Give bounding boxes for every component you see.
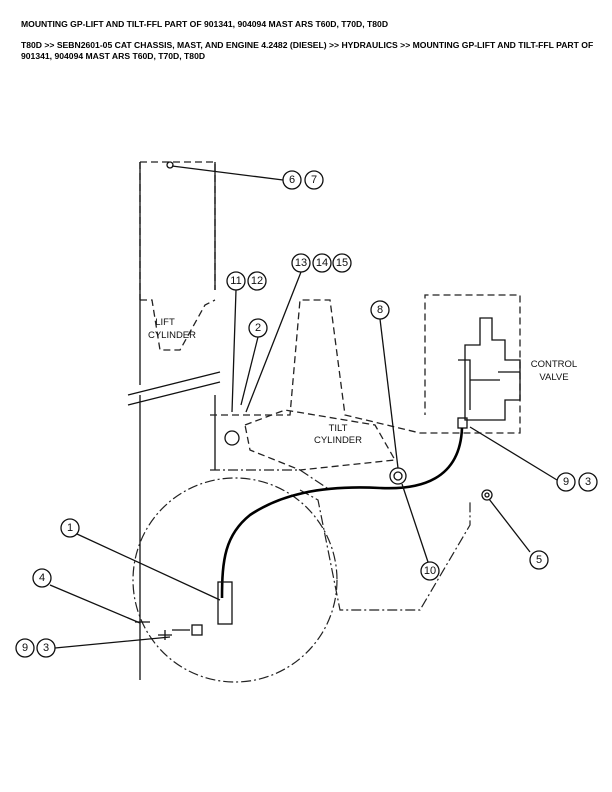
svg-text:7: 7 <box>311 174 317 186</box>
page-title: MOUNTING GP-LIFT AND TILT-FFL PART OF 90… <box>21 19 389 29</box>
svg-text:10: 10 <box>424 565 436 577</box>
lift-label-1: LIFT <box>155 317 175 328</box>
svg-text:2: 2 <box>255 322 261 334</box>
breadcrumb: T80D >> SEBN2601-05 CAT CHASSIS, MAST, A… <box>21 40 594 61</box>
valve-label-1: CONTROL <box>531 359 577 370</box>
svg-text:13: 13 <box>295 257 307 269</box>
fitting <box>217 581 233 625</box>
tilt-label-1: TILT <box>329 423 348 434</box>
svg-text:4: 4 <box>39 572 45 584</box>
callout-13-14-15: 13 14 15 <box>291 253 352 273</box>
svg-text:5: 5 <box>536 554 542 566</box>
valve-label-2: VALVE <box>539 372 568 383</box>
wheel-outline <box>132 477 338 683</box>
callout-1: 1 <box>60 518 80 538</box>
tilt-cylinder-shape <box>224 409 407 485</box>
svg-text:9: 9 <box>563 476 569 488</box>
svg-text:14: 14 <box>316 257 328 269</box>
callout-10: 10 <box>420 561 440 581</box>
callout-11-12: 11 12 <box>226 271 267 291</box>
callout-2: 2 <box>248 318 268 338</box>
svg-text:1: 1 <box>67 522 73 534</box>
hydraulic-hose <box>220 427 464 599</box>
mast-outline <box>127 161 221 680</box>
svg-text:8: 8 <box>377 304 383 316</box>
callout-8: 8 <box>370 300 390 320</box>
callout-4: 4 <box>32 568 52 588</box>
callout-9-3-right: 9 3 <box>556 472 598 492</box>
svg-text:9: 9 <box>22 642 28 654</box>
svg-text:6: 6 <box>289 174 295 186</box>
tilt-label-2: CYLINDER <box>314 435 362 446</box>
svg-text:11: 11 <box>230 275 241 287</box>
svg-text:3: 3 <box>585 476 591 488</box>
callout-6-7: 6 7 <box>282 170 324 190</box>
svg-text:12: 12 <box>251 275 263 287</box>
control-valve-shape <box>457 317 521 429</box>
svg-text:3: 3 <box>43 642 49 654</box>
lift-label-2: CYLINDER <box>148 330 196 341</box>
svg-text:15: 15 <box>336 257 348 269</box>
callout-5: 5 <box>529 550 549 570</box>
callout-9-3-left: 9 3 <box>15 638 56 658</box>
